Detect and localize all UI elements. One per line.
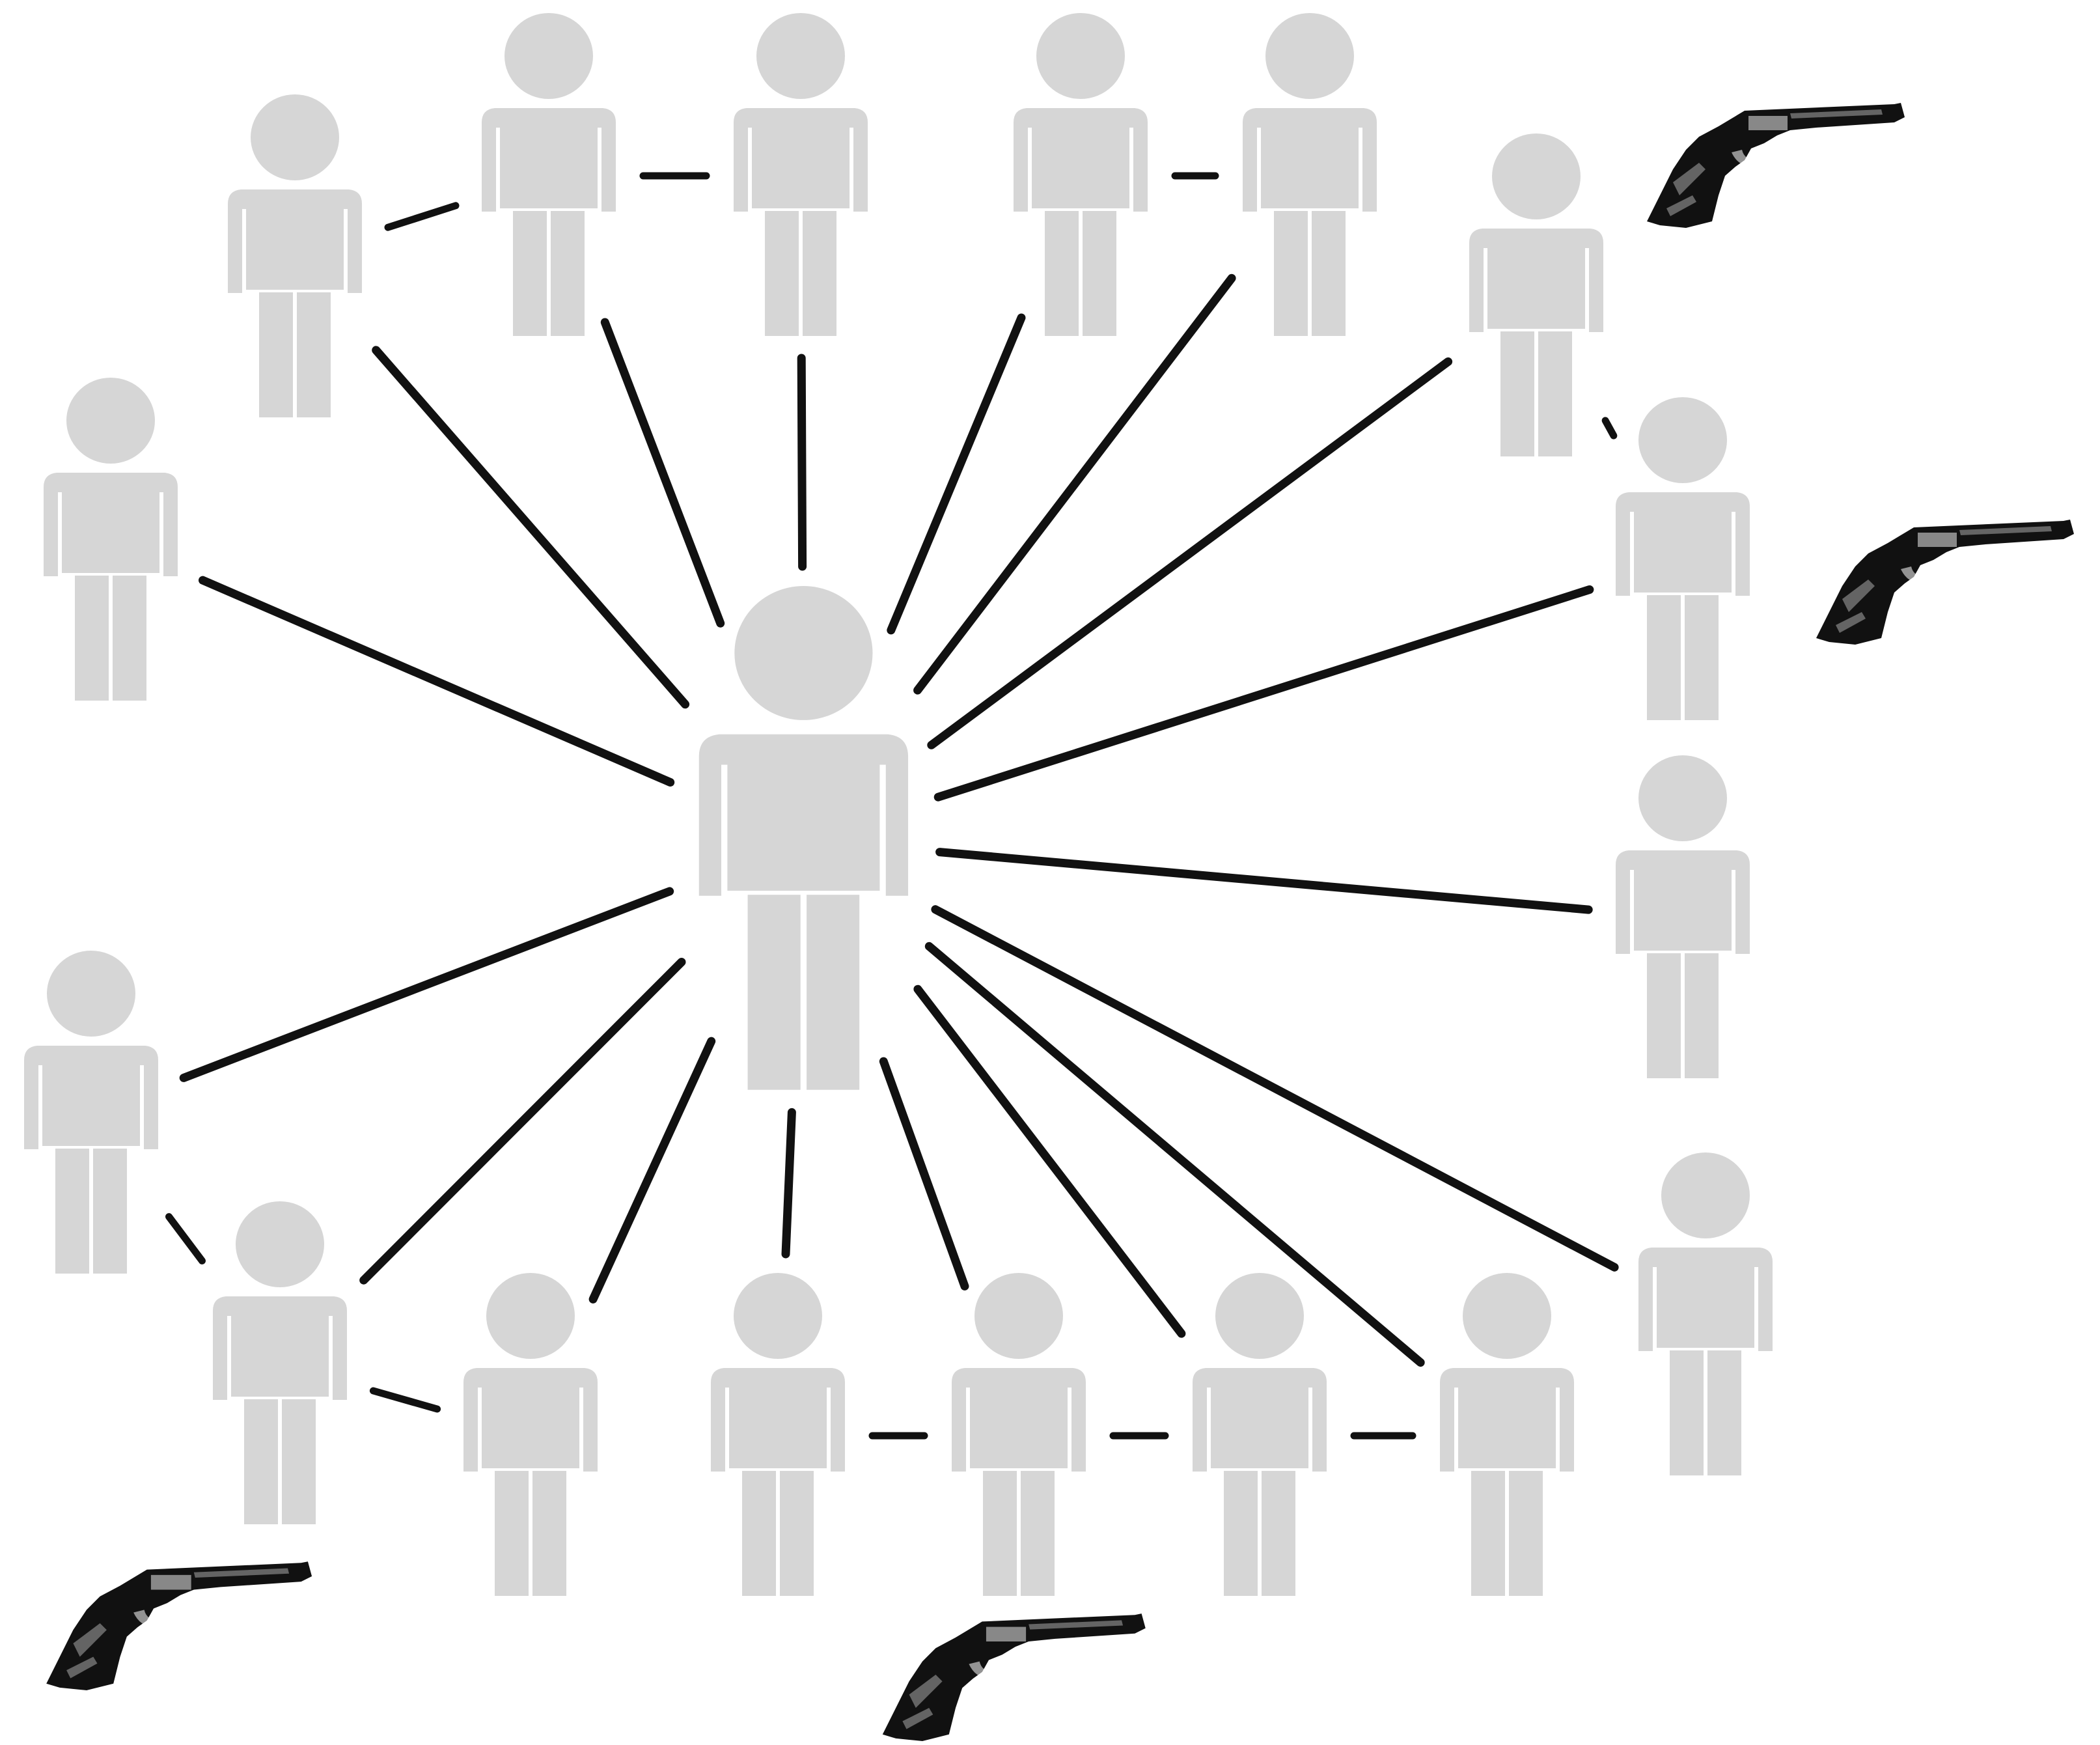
revolver-icon	[46, 1561, 312, 1690]
person-icon	[1638, 1152, 1773, 1475]
connection-line	[593, 1041, 712, 1299]
person-icon	[1243, 13, 1377, 336]
connection-line	[918, 989, 1181, 1333]
revolver-icon	[1647, 103, 1905, 228]
person-icon	[1469, 133, 1603, 456]
person-icon	[1616, 397, 1750, 720]
person-icon	[228, 94, 362, 417]
connection-line	[918, 278, 1232, 690]
connection-line	[940, 852, 1589, 910]
person-icon	[1014, 13, 1148, 336]
person-icon	[44, 378, 178, 701]
person-icon	[1616, 755, 1750, 1078]
revolvers-layer	[46, 103, 2074, 1741]
connection-line	[1605, 421, 1614, 436]
connection-line	[364, 962, 682, 1281]
connection-line	[935, 910, 1614, 1268]
person-icon	[24, 951, 158, 1274]
connection-line	[932, 361, 1448, 745]
revolver-icon	[883, 1613, 1146, 1741]
connection-line	[605, 322, 720, 623]
connection-line	[801, 358, 802, 566]
connection-line	[938, 590, 1590, 798]
connection-line	[883, 1061, 965, 1286]
person-icon	[1193, 1273, 1327, 1596]
people-layer	[24, 13, 1773, 1596]
central-person-icon	[699, 586, 908, 1090]
person-icon	[711, 1273, 845, 1596]
person-icon	[1440, 1273, 1574, 1596]
person-icon	[213, 1201, 347, 1524]
person-icon	[734, 13, 868, 336]
connection-line	[388, 206, 456, 227]
connection-line	[169, 1217, 202, 1261]
person-icon	[463, 1273, 598, 1596]
connection-line	[373, 1391, 437, 1409]
person-icon	[952, 1273, 1086, 1596]
revolver-icon	[1816, 520, 2074, 645]
person-icon	[482, 13, 616, 336]
connection-line	[786, 1112, 792, 1254]
